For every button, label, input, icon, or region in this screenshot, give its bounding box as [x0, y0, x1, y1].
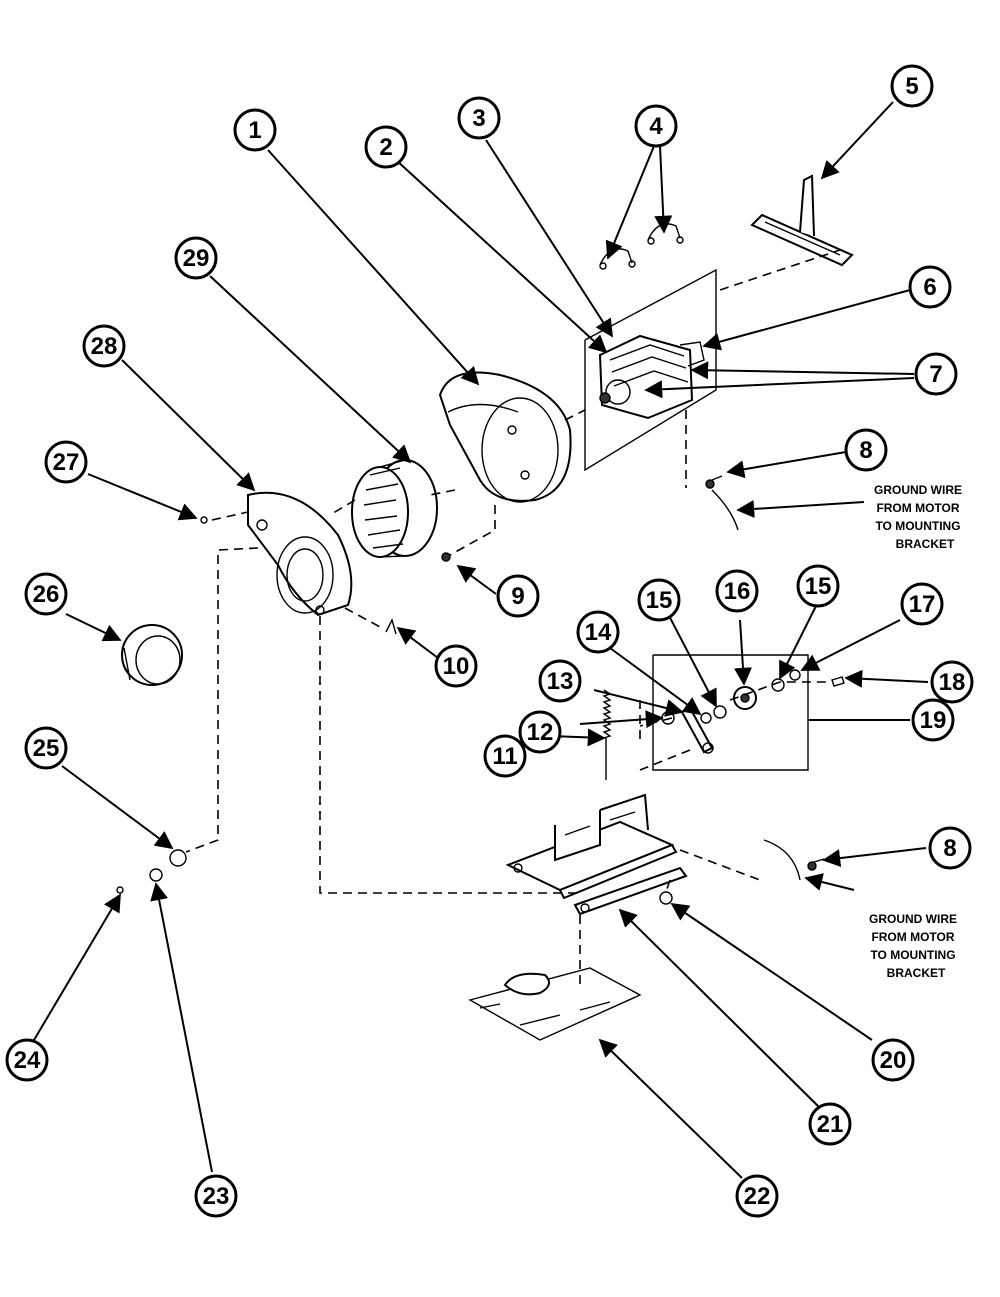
callout: 14 [576, 610, 620, 654]
callout: 10 [434, 644, 478, 688]
blower-wheel [351, 459, 438, 558]
housing-cover [247, 491, 353, 617]
idler-bracket-box [652, 654, 809, 771]
svg-text:4: 4 [649, 113, 663, 140]
alignment-lines [185, 249, 841, 985]
callout: 20 [871, 1038, 915, 1082]
svg-text:21: 21 [817, 1111, 844, 1138]
callout: 8 [928, 826, 972, 870]
callout: 7 [914, 352, 958, 396]
svg-text:14: 14 [585, 619, 612, 646]
callout: 19 [911, 698, 955, 742]
svg-text:29: 29 [183, 245, 210, 272]
svg-text:25: 25 [33, 735, 60, 762]
svg-text:11: 11 [492, 743, 517, 770]
motor-mounting-bracket [505, 793, 688, 916]
svg-text:22: 22 [744, 1183, 771, 1210]
callout: 1 [233, 108, 277, 152]
callout: 21 [808, 1102, 852, 1146]
svg-text:19: 19 [920, 707, 947, 734]
svg-text:27: 27 [53, 449, 80, 476]
callout: 4 [634, 104, 678, 148]
callout: 28 [82, 324, 126, 368]
callout: 9 [496, 574, 540, 618]
callout: 18 [930, 660, 974, 704]
svg-text:12: 12 [527, 719, 554, 746]
svg-text:20: 20 [880, 1047, 907, 1074]
callout: 22 [735, 1174, 779, 1218]
ground-wire-note-upper: GROUND WIRE FROM MOTOR TO MOUNTING BRACK… [874, 483, 962, 551]
callout: 24 [5, 1038, 49, 1082]
idler-bracket [750, 174, 854, 267]
svg-text:GROUND WIRE: GROUND WIRE [874, 483, 962, 497]
callout: 15 [637, 578, 681, 622]
callout: 26 [24, 572, 68, 616]
svg-text:1: 1 [248, 117, 261, 144]
callout: 6 [908, 265, 952, 309]
svg-text:15: 15 [805, 573, 832, 600]
ground-wire-note-lower: GROUND WIRE FROM MOTOR TO MOUNTING BRACK… [869, 912, 957, 980]
svg-text:26: 26 [33, 581, 60, 608]
svg-text:6: 6 [923, 274, 936, 301]
callout: 5 [890, 64, 934, 108]
hardware [116, 475, 845, 905]
svg-text:FROM MOTOR: FROM MOTOR [871, 930, 954, 944]
svg-text:28: 28 [91, 333, 118, 360]
callout: 3 [457, 96, 501, 140]
svg-text:8: 8 [943, 835, 956, 862]
callout: 8 [844, 428, 888, 472]
spring [602, 689, 612, 780]
callout: 25 [24, 726, 68, 770]
svg-text:24: 24 [14, 1047, 41, 1074]
callout: 2 [364, 125, 408, 169]
svg-text:9: 9 [511, 583, 524, 610]
seal-ring [121, 624, 183, 686]
svg-text:FROM MOTOR: FROM MOTOR [876, 501, 959, 515]
svg-text:15: 15 [646, 587, 673, 614]
svg-text:17: 17 [909, 591, 936, 618]
svg-text:16: 16 [724, 578, 751, 605]
callout: 29 [174, 236, 218, 280]
svg-text:3: 3 [472, 105, 485, 132]
svg-text:BRACKET: BRACKET [887, 966, 946, 980]
svg-text:8: 8 [859, 437, 872, 464]
callout: 11 [483, 734, 527, 778]
svg-text:GROUND WIRE: GROUND WIRE [869, 912, 957, 926]
svg-text:TO MOUNTING: TO MOUNTING [875, 519, 960, 533]
svg-text:5: 5 [905, 73, 918, 100]
svg-text:18: 18 [939, 669, 966, 696]
svg-text:2: 2 [379, 134, 392, 161]
svg-text:7: 7 [929, 361, 942, 388]
svg-text:23: 23 [203, 1183, 230, 1210]
callout: 16 [715, 569, 759, 613]
callout: 15 [796, 564, 840, 608]
idler-arm [680, 706, 714, 754]
callout: 17 [900, 582, 944, 626]
motor-mount-panel [584, 268, 717, 472]
callout: 12 [518, 710, 562, 754]
base-plate [468, 967, 642, 1041]
callout: 27 [44, 440, 88, 484]
callout: 23 [194, 1174, 238, 1218]
svg-text:TO MOUNTING: TO MOUNTING [870, 948, 955, 962]
blower-housing [438, 371, 572, 503]
motor [598, 334, 705, 420]
svg-text:10: 10 [443, 653, 470, 680]
svg-text:BRACKET: BRACKET [896, 537, 955, 551]
svg-text:13: 13 [547, 668, 574, 695]
callout: 13 [538, 659, 582, 703]
leader-lines [33, 101, 929, 1179]
